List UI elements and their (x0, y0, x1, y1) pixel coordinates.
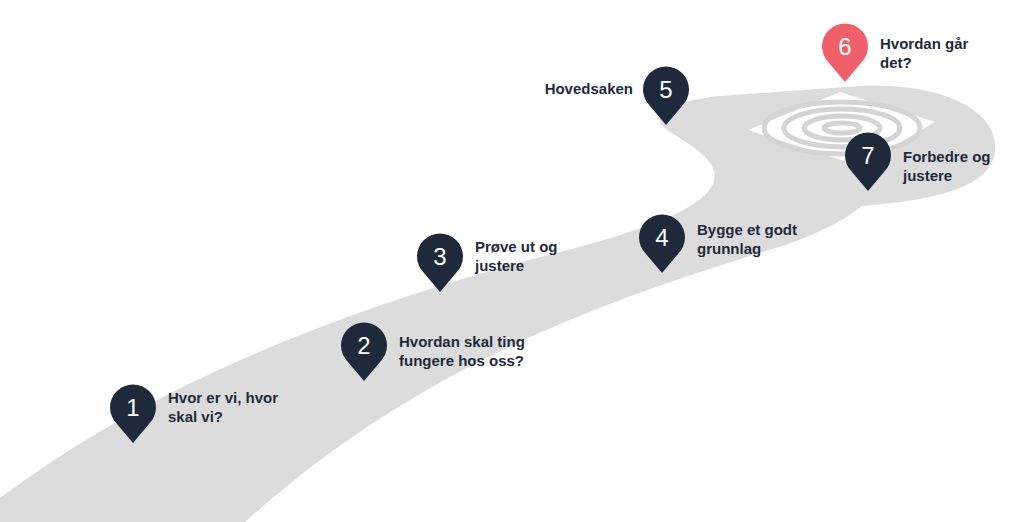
callout-number: 7 (843, 142, 893, 170)
spiral (764, 102, 920, 154)
map-pin-node: 2Hvordan skal ting fungere hos oss? (339, 319, 389, 383)
map-pin-node: 3Prøve ut og justere (415, 230, 465, 294)
step-label: Hvordan skal ting fungere hos oss? (399, 332, 559, 370)
map-pin-node: 4Bygge et godt grunnlag (637, 211, 687, 275)
map-pin-node: 5Hovedsaken (641, 63, 691, 127)
callout-number: 3 (415, 243, 465, 271)
map-pin-node: 7Forbedre og justere (843, 129, 893, 193)
step-label: Prøve ut og justere (475, 237, 585, 275)
map-pin-node: 1Hvor er vi, hvor skal vi? (108, 381, 158, 445)
step-label: Hovedsaken (545, 79, 633, 98)
callout-number: 1 (108, 394, 158, 422)
callout-number: 5 (641, 76, 691, 104)
step-label: Bygge et godt grunnlag (697, 220, 827, 258)
road (0, 86, 995, 522)
callout-number: 6 (820, 33, 870, 61)
step-label: Forbedre og justere (903, 147, 1008, 185)
map-pin-node: 6Hvordan går det? (820, 20, 870, 84)
step-label: Hvor er vi, hvor skal vi? (168, 388, 308, 426)
step-label: Hvordan går det? (880, 34, 985, 72)
callout-number: 2 (339, 332, 389, 360)
callout-number: 4 (637, 224, 687, 252)
